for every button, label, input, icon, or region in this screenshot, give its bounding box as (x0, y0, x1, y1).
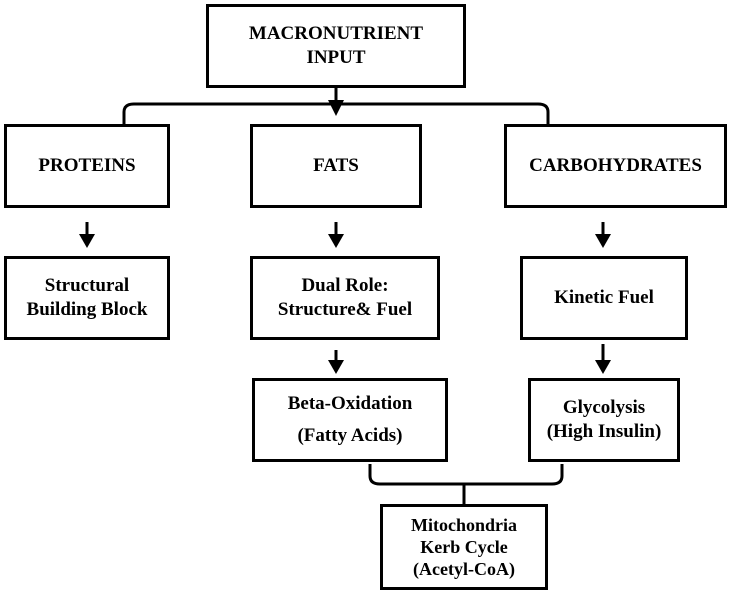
node-label-line: Dual Role: (301, 275, 389, 296)
node-label-line: Structural (44, 275, 130, 296)
edge-carbohydrates-to-kinetic (595, 222, 611, 248)
node-structural-building-block: Structural Building Block (4, 256, 170, 340)
node-label-line: Beta-Oxidation (287, 393, 413, 414)
node-label-line: CARBOHYDRATES (529, 155, 702, 176)
node-label-line: INPUT (306, 47, 366, 68)
node-label-line: (High Insulin) (546, 421, 662, 442)
node-glycolysis: Glycolysis (High Insulin) (528, 378, 680, 462)
node-label-line: Building Block (26, 299, 148, 320)
node-carbohydrates: CARBOHYDRATES (504, 124, 727, 208)
node-dual-role: Dual Role: Structure& Fuel (250, 256, 440, 340)
edge-proteins-to-structural (79, 222, 95, 248)
node-label-line: Kerb Cycle (420, 537, 508, 557)
node-macronutrient-input: MACRONUTRIENT INPUT (206, 4, 466, 88)
edge-pathways-to-mitochondria (368, 464, 564, 504)
node-label-line: Kinetic Fuel (554, 287, 654, 308)
arrowhead-input (328, 100, 344, 116)
edge-fats-to-dual-role (328, 222, 344, 248)
node-proteins: PROTEINS (4, 124, 170, 208)
node-label-line: Mitochondria (411, 515, 517, 535)
node-fats: FATS (250, 124, 422, 208)
node-kinetic-fuel: Kinetic Fuel (520, 256, 688, 340)
node-label-line: MACRONUTRIENT (248, 23, 424, 44)
node-label-line: PROTEINS (38, 155, 136, 176)
node-beta-oxidation: Beta-Oxidation (Fatty Acids) (252, 378, 448, 462)
node-mitochondria: Mitochondria Kerb Cycle (Acetyl-CoA) (380, 504, 548, 590)
edge-kinetic-to-glycolysis (595, 344, 611, 374)
node-label-line: FATS (313, 155, 359, 176)
node-label-line: Structure& Fuel (277, 299, 413, 320)
node-label-line: Glycolysis (562, 397, 646, 418)
edge-dual-role-to-beta-oxidation (328, 350, 344, 374)
node-label-line: (Acetyl-CoA) (413, 559, 515, 579)
node-label-line: (Fatty Acids) (297, 425, 403, 446)
